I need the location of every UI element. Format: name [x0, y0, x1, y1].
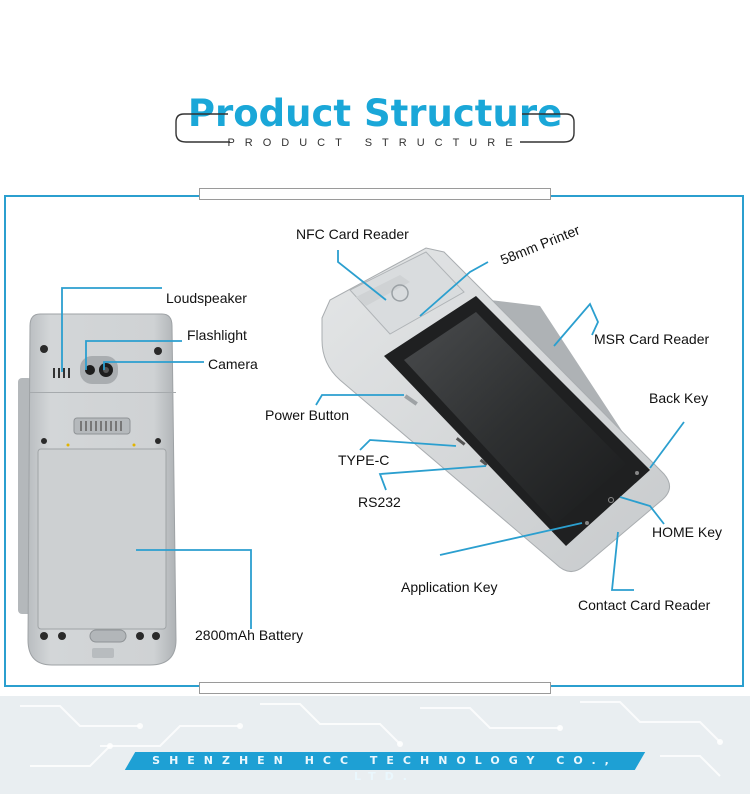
label-back-key: Back Key [649, 390, 709, 406]
label-application-key: Application Key [401, 579, 498, 595]
label-camera: Camera [208, 356, 258, 372]
leader-lines [61, 250, 685, 629]
frame-bottom-tab [199, 682, 551, 694]
label-type-c: TYPE-C [338, 452, 390, 468]
label-loudspeaker: Loudspeaker [166, 290, 247, 306]
footer-circuit-pattern [20, 701, 723, 777]
label-flashlight: Flashlight [187, 327, 247, 343]
device-front-view [321, 247, 670, 572]
label-nfc-card-reader: NFC Card Reader [296, 226, 409, 242]
footer-company-name: SHENZHEN HCC TECHNOLOGY CO., LTD. [152, 754, 618, 783]
frame-top-tab [199, 188, 551, 200]
label-contact-card-reader: Contact Card Reader [578, 597, 711, 613]
label-battery: 2800mAh Battery [195, 627, 304, 643]
device-back-view [18, 313, 177, 666]
footer-background [0, 696, 750, 794]
label-msr-card-reader: MSR Card Reader [594, 331, 710, 347]
label-home-key: HOME Key [652, 524, 723, 540]
title-brackets [175, 113, 575, 143]
label-power-button: Power Button [265, 407, 350, 423]
page-subtitle: PRODUCT STRUCTURE [227, 137, 523, 149]
label-rs232: RS232 [358, 494, 401, 510]
page-title: Product Structure [187, 92, 563, 135]
